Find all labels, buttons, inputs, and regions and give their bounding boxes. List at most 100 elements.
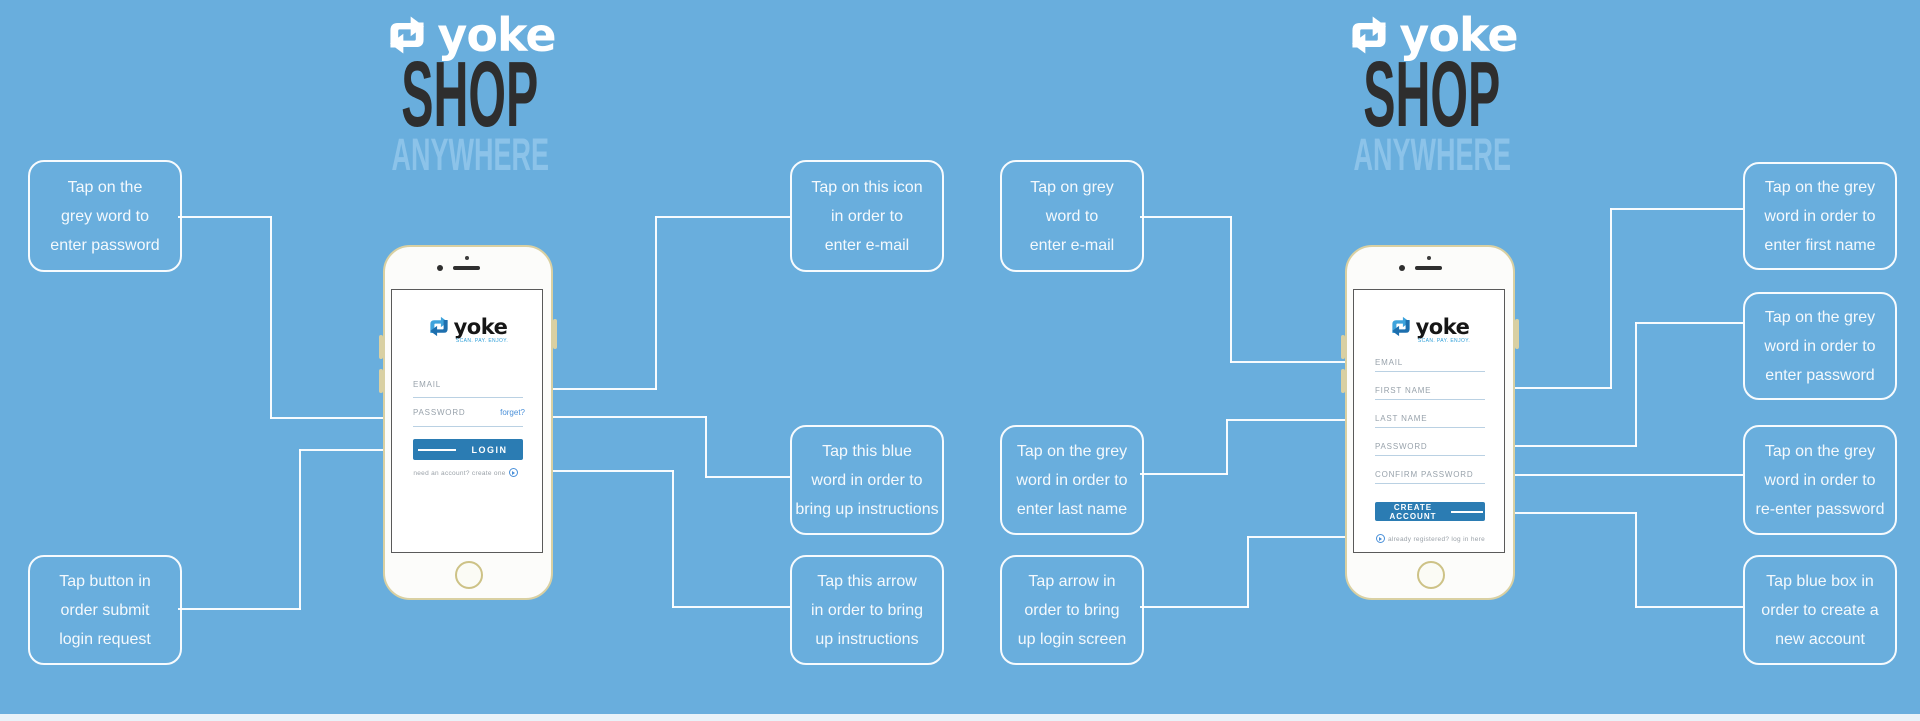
connector-line <box>543 388 657 390</box>
callout-create-new-account: Tap blue box in order to create a new ac… <box>1743 555 1897 665</box>
create-account-link[interactable]: need an account? create one <box>392 468 542 477</box>
app-brand-name: yoke <box>1415 315 1470 339</box>
app-logo: yoke SCAN. PAY. ENJOY. <box>392 316 542 344</box>
password-underline <box>1375 455 1485 456</box>
home-button[interactable] <box>455 561 483 589</box>
connector-line <box>1635 322 1743 324</box>
connector-line <box>270 417 391 419</box>
connector-line <box>299 449 391 451</box>
yoke-recycle-icon <box>390 16 425 54</box>
connector-line <box>543 416 707 418</box>
forgot-password-link[interactable]: forget? <box>500 408 525 417</box>
connector-dash <box>418 448 456 451</box>
create-account-button[interactable]: CREATE ACCOUNT <box>1375 502 1485 521</box>
camera-icon <box>1399 265 1405 271</box>
login-button-label: LOGIN <box>471 444 508 455</box>
callout-text-line: Tap on the grey <box>1764 442 1876 460</box>
callout-enter-password-right: Tap on the grey word in order to enter p… <box>1743 292 1897 400</box>
home-button[interactable] <box>1417 561 1445 589</box>
anywhere-subtitle: ANYWHERE <box>1353 129 1511 180</box>
callout-text-line: up instructions <box>815 630 919 648</box>
connector-line <box>1610 208 1612 389</box>
app-tagline: SCAN. PAY. ENJOY. <box>1417 338 1471 344</box>
camera-icon <box>1427 256 1431 260</box>
callout-text-line: word in order to <box>1764 207 1876 225</box>
arrow-circle-icon <box>508 468 518 477</box>
callout-text-line: Tap on the <box>67 178 143 196</box>
connector-line <box>1247 536 1353 538</box>
callout-text-line: Tap on the grey <box>1764 308 1876 326</box>
connector-line <box>1505 387 1612 389</box>
callout-text-line: up login screen <box>1017 630 1127 648</box>
volume-button <box>1341 335 1345 359</box>
callout-text-line: re-enter password <box>1755 500 1885 518</box>
callout-text-line: bring up instructions <box>795 500 939 518</box>
callout-re-enter-password: Tap on the grey word in order to re-ente… <box>1743 425 1897 535</box>
brand-row: yoke <box>384 8 557 62</box>
connector-line <box>1247 536 1249 608</box>
callout-text-line: login request <box>59 630 151 648</box>
connector-line <box>1226 419 1353 421</box>
app-brand-name: yoke <box>453 315 508 339</box>
speaker-icon <box>453 266 480 270</box>
connector-line <box>543 470 674 472</box>
connector-line <box>1505 445 1637 447</box>
email-underline <box>413 397 523 398</box>
callout-text-line: word in order to <box>1764 337 1876 355</box>
connector-line <box>1610 208 1743 210</box>
callout-text-line: Tap blue box in <box>1766 572 1874 590</box>
volume-button <box>379 369 383 393</box>
connector-line <box>672 470 674 608</box>
shop-title: SHOP <box>401 42 539 146</box>
password-field[interactable]: PASSWORD <box>1375 442 1428 451</box>
brand-logo: yoke SHOP ANYWHERE <box>1292 8 1572 180</box>
callout-text-line: grey word to <box>60 207 150 225</box>
callout-forget-instructions: Tap this blue word in order to bring up … <box>790 425 944 535</box>
confirm-password-field[interactable]: CONFIRM PASSWORD <box>1375 470 1474 479</box>
connector-line <box>1140 473 1228 475</box>
app-logo: yoke SCAN. PAY. ENJOY. <box>1354 316 1504 344</box>
callout-text-line: word in order to <box>811 471 923 489</box>
camera-icon <box>437 265 443 271</box>
login-screen: yoke SCAN. PAY. ENJOY. EMAIL PASSWORD fo… <box>391 289 543 553</box>
brand-logo: yoke SHOP ANYWHERE <box>330 8 610 177</box>
password-field[interactable]: PASSWORD <box>413 408 466 417</box>
shop-title: SHOP <box>1363 42 1501 146</box>
connector-line <box>1230 361 1353 363</box>
yoke-recycle-icon <box>429 316 448 337</box>
email-underline <box>1375 371 1485 372</box>
yoke-recycle-icon <box>1352 16 1387 54</box>
connector-line <box>1505 474 1743 476</box>
yoke-recycle-icon <box>1391 316 1410 337</box>
footer-strip <box>0 714 1920 721</box>
login-here-link[interactable]: already registered? log in here <box>1354 534 1504 543</box>
camera-icon <box>465 256 469 260</box>
password-underline <box>413 426 523 427</box>
callout-text-line: enter e-mail <box>1029 236 1115 254</box>
last-name-underline <box>1375 427 1485 428</box>
callout-text-line: word to <box>1045 207 1099 225</box>
callout-text-line: Tap this arrow <box>817 572 917 590</box>
callout-text-line: enter password <box>50 236 160 254</box>
callout-text-line: new account <box>1775 630 1865 648</box>
callout-text-line: enter last name <box>1016 500 1128 518</box>
callout-enter-password-left: Tap on the grey word to enter password <box>28 160 182 272</box>
brand-name: yoke <box>1399 8 1518 62</box>
brand-name: yoke <box>437 8 556 62</box>
connector-line <box>655 216 657 390</box>
phone-mockup-login: yoke SCAN. PAY. ENJOY. EMAIL PASSWORD fo… <box>379 245 557 600</box>
first-name-field[interactable]: FIRST NAME <box>1375 386 1432 395</box>
callout-enter-last-name: Tap on the grey word in order to enter l… <box>1000 425 1144 535</box>
email-field[interactable]: EMAIL <box>413 380 442 389</box>
login-button[interactable]: LOGIN <box>413 439 523 460</box>
callout-text-line: Tap on the grey <box>1016 442 1128 460</box>
last-name-field[interactable]: LAST NAME <box>1375 414 1428 423</box>
connector-line <box>1140 216 1232 218</box>
connector-line <box>1230 216 1232 363</box>
first-name-underline <box>1375 399 1485 400</box>
callout-text-line: order submit <box>60 601 150 619</box>
connector-line <box>1226 419 1228 475</box>
email-field[interactable]: EMAIL <box>1375 358 1404 367</box>
callout-text-line: in order to bring <box>810 601 924 619</box>
callout-text-line: enter first name <box>1764 236 1876 254</box>
